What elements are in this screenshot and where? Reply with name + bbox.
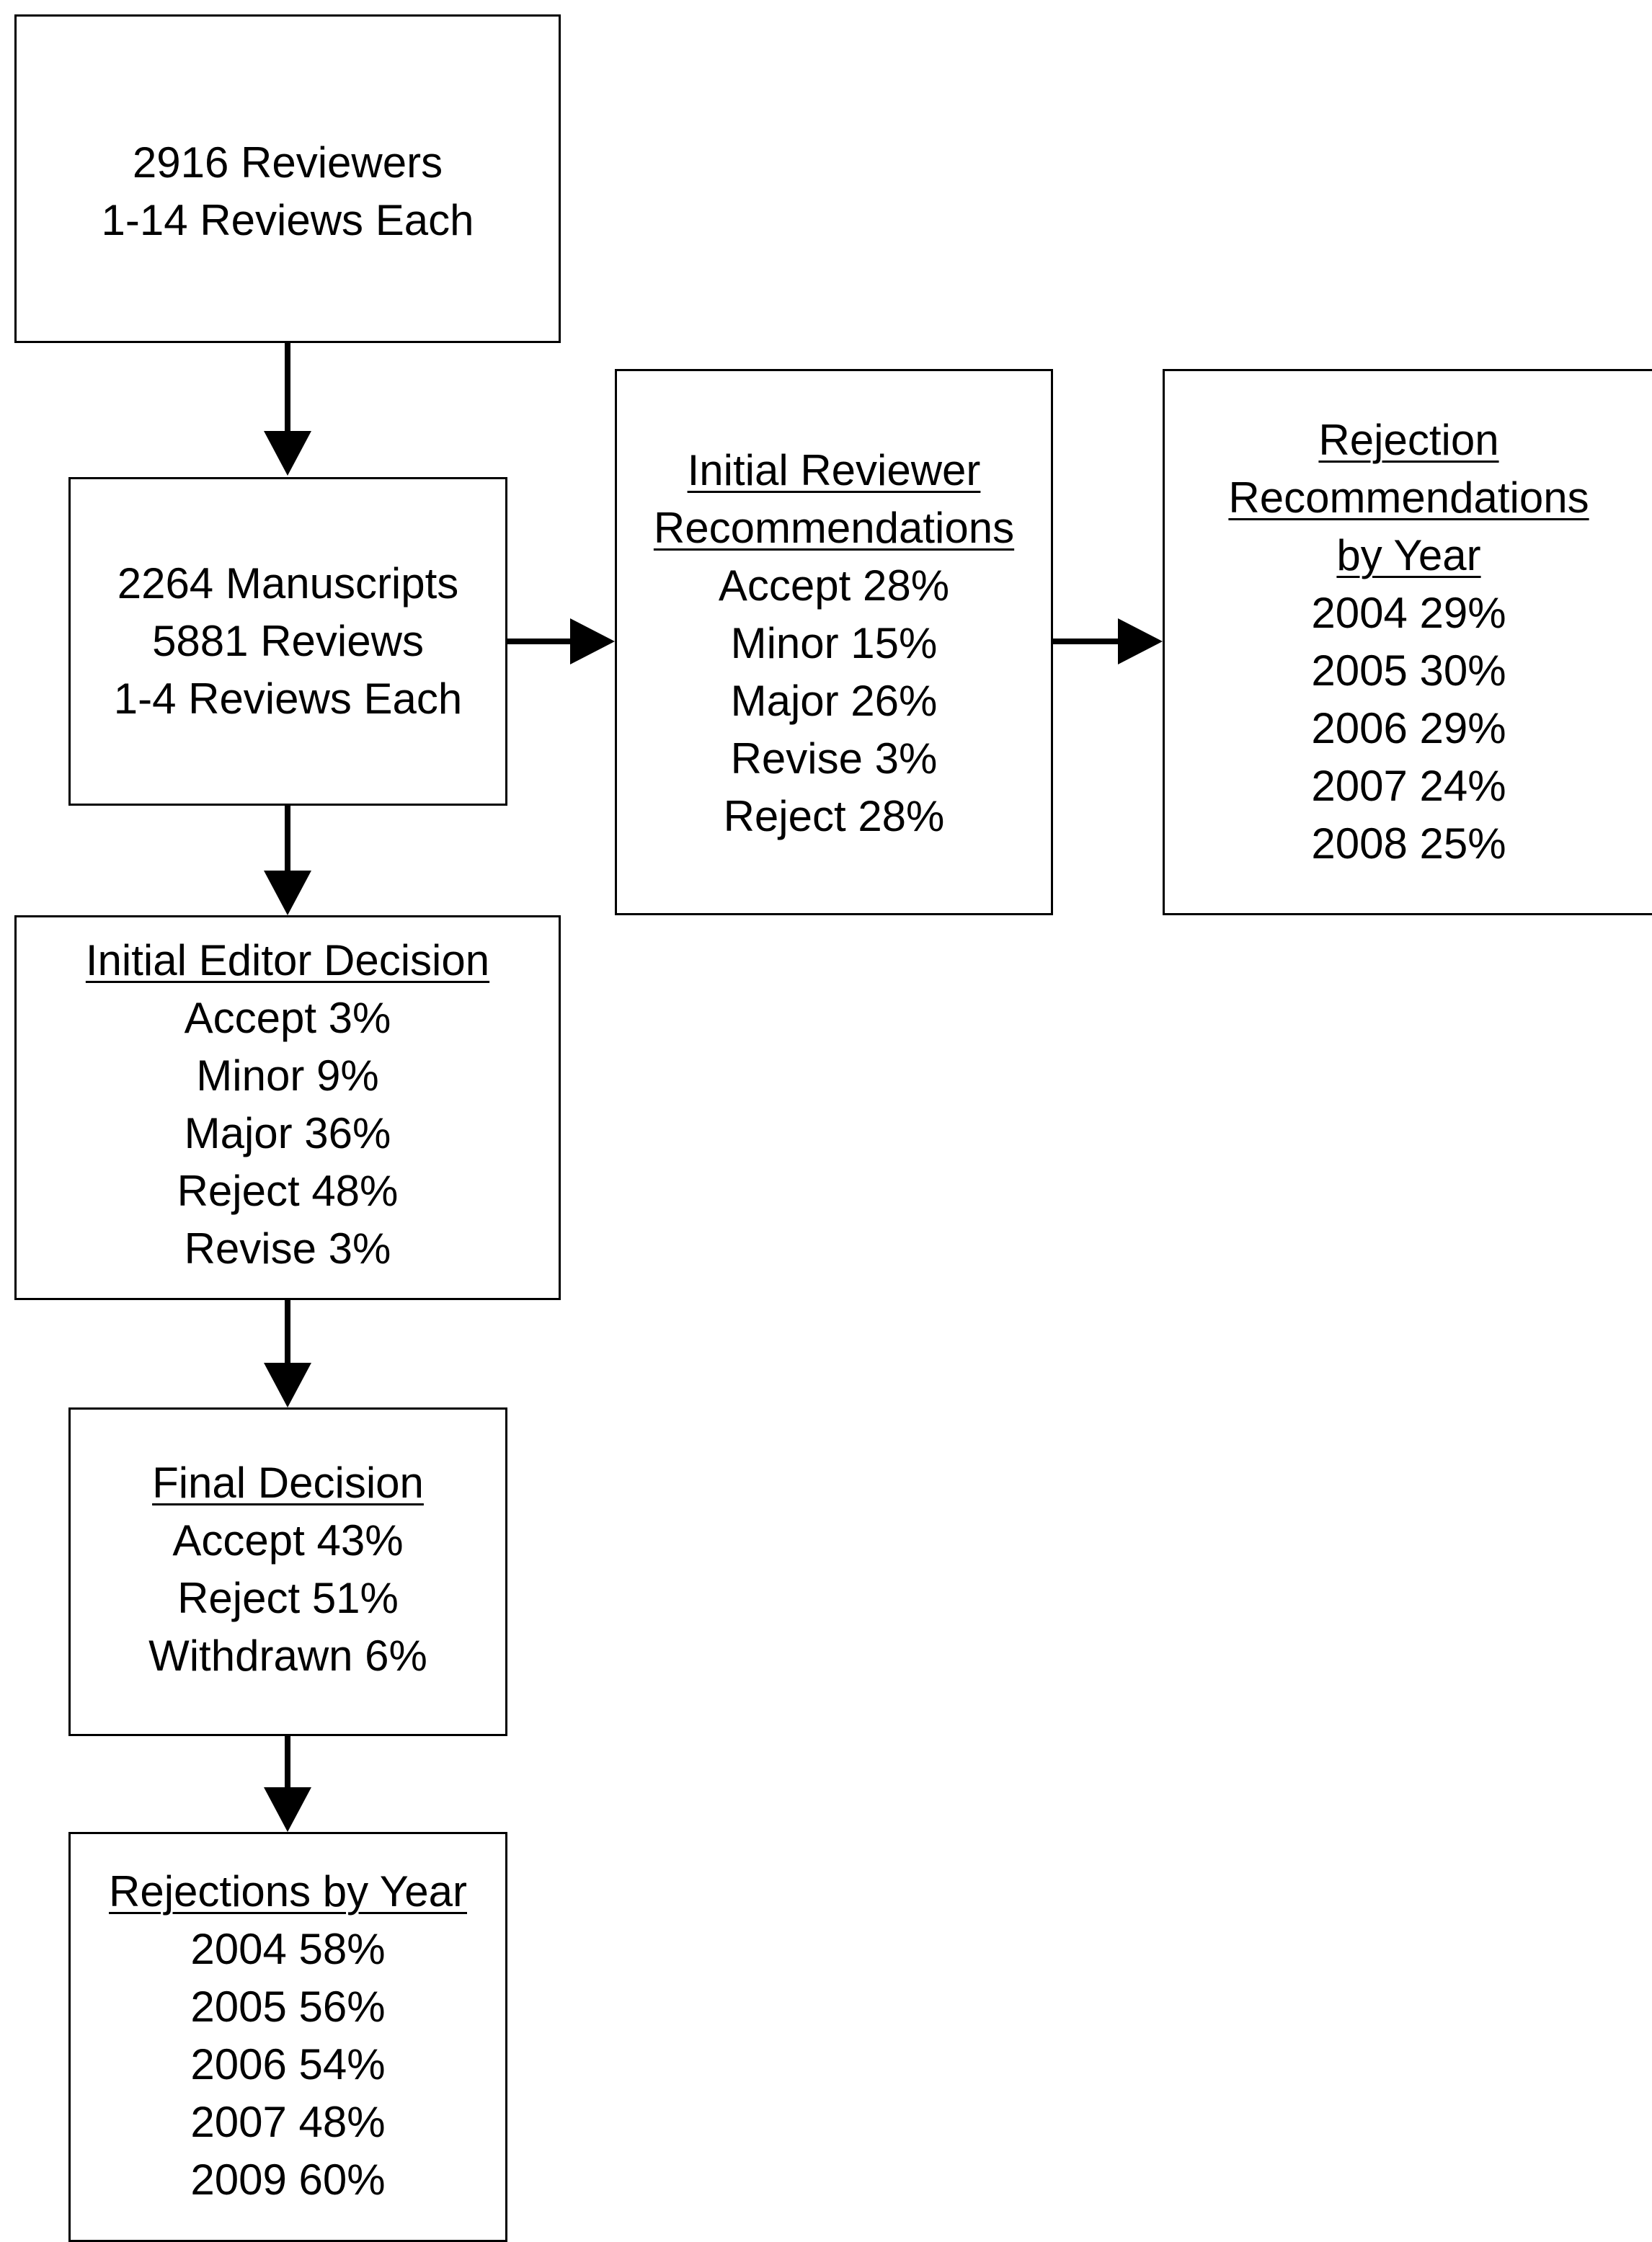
- list-item: Major 36%: [184, 1109, 391, 1157]
- arrow-manuscripts-to-initial-reviewer: [507, 618, 615, 664]
- initial-reviewer-heading-line2: Recommendations: [653, 504, 1015, 552]
- initial-editor-heading: Initial Editor Decision: [85, 936, 490, 984]
- arrow-initial-reviewer-to-rejection-recommendations: [1053, 618, 1163, 664]
- list-item: Reject 28%: [723, 792, 945, 840]
- list-item: Major 26%: [730, 677, 938, 725]
- manuscripts-box: 2264 Manuscripts 5881 Reviews 1-4 Review…: [68, 477, 507, 806]
- arrow-initial-editor-to-final-decision: [264, 1300, 311, 1407]
- rejection-recommendations-heading-line3: by Year: [1336, 531, 1481, 579]
- reviews-per-reviewer: 1-14 Reviews Each: [101, 196, 474, 244]
- list-item: 2007 24%: [1311, 762, 1506, 810]
- list-item: 2005 56%: [190, 1983, 386, 2031]
- manuscripts-count: 2264 Manuscripts: [117, 559, 459, 608]
- list-item: Minor 15%: [730, 619, 938, 667]
- list-item: Reject 48%: [177, 1167, 399, 1215]
- rejection-recommendations-heading-line2: Recommendations: [1228, 473, 1589, 522]
- final-decision-box: Final Decision Accept 43% Reject 51% Wit…: [68, 1407, 507, 1736]
- list-item: Reject 51%: [177, 1574, 399, 1622]
- arrow-reviewers-to-manuscripts: [264, 343, 311, 476]
- list-item: 2006 54%: [190, 2040, 386, 2088]
- reviews-per-manuscript: 1-4 Reviews Each: [113, 675, 463, 723]
- list-item: 2006 29%: [1311, 704, 1506, 752]
- list-item: Revise 3%: [184, 1224, 391, 1273]
- reviews-count: 5881 Reviews: [152, 617, 424, 665]
- reviewers-box: 2916 Reviewers 1-14 Reviews Each: [14, 14, 561, 343]
- rejection-recommendations-by-year-box: Rejection Recommendations by Year 2004 2…: [1163, 369, 1652, 915]
- arrow-final-decision-to-rejections-by-year: [264, 1736, 311, 1832]
- reviewers-count: 2916 Reviewers: [132, 138, 443, 187]
- initial-editor-decision-box: Initial Editor Decision Accept 3% Minor …: [14, 915, 561, 1300]
- rejections-by-year-box: Rejections by Year 2004 58% 2005 56% 200…: [68, 1832, 507, 2242]
- list-item: Minor 9%: [196, 1051, 379, 1100]
- initial-reviewer-recommendations-box: Initial Reviewer Recommendations Accept …: [615, 369, 1053, 915]
- list-item: 2009 60%: [190, 2156, 386, 2204]
- list-item: 2007 48%: [190, 2098, 386, 2146]
- final-decision-heading: Final Decision: [152, 1459, 424, 1507]
- list-item: 2004 29%: [1311, 589, 1506, 637]
- list-item: Accept 43%: [172, 1516, 404, 1565]
- list-item: Withdrawn 6%: [148, 1632, 427, 1680]
- rejections-by-year-heading: Rejections by Year: [109, 1867, 467, 1916]
- list-item: Accept 3%: [184, 994, 391, 1042]
- list-item: 2004 58%: [190, 1925, 386, 1973]
- initial-reviewer-heading-line1: Initial Reviewer: [687, 446, 981, 494]
- list-item: 2005 30%: [1311, 646, 1506, 695]
- arrow-manuscripts-to-initial-editor: [264, 806, 311, 915]
- list-item: Revise 3%: [730, 734, 938, 783]
- rejection-recommendations-heading-line1: Rejection: [1318, 416, 1499, 464]
- list-item: Accept 28%: [718, 561, 950, 610]
- list-item: 2008 25%: [1311, 819, 1506, 868]
